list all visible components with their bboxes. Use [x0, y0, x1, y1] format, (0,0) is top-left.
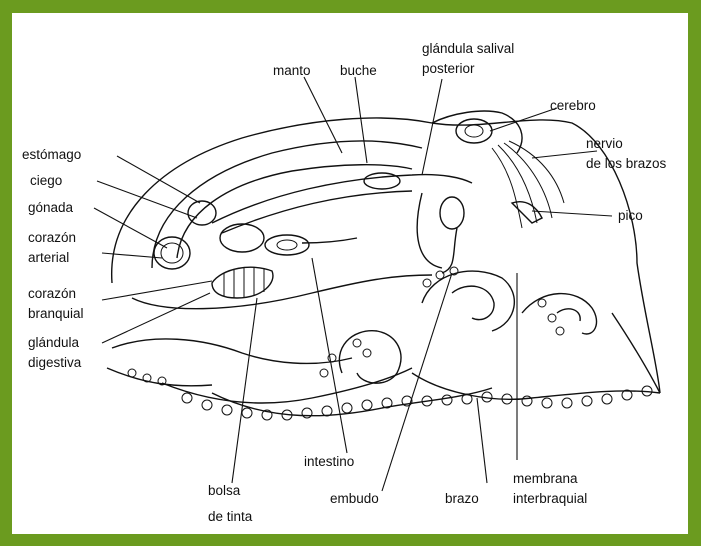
label-corazon-branquial-1: corazón: [28, 286, 76, 301]
label-cerebro: cerebro: [550, 98, 596, 113]
label-corazon-arterial-1: corazón: [28, 230, 76, 245]
label-glandula-salival-2: posterior: [422, 61, 475, 76]
octopus-anatomy-diagram: manto buche glándula salival posterior c…: [12, 13, 688, 534]
internal-organs: [154, 173, 472, 298]
label-embudo: embudo: [330, 491, 379, 506]
label-glandula-digestiva-2: digestiva: [28, 355, 82, 370]
label-glandula-digestiva-1: glándula: [28, 335, 80, 350]
label-corazon-branquial-2: branquial: [28, 306, 84, 321]
label-ciego: ciego: [30, 173, 62, 188]
label-corazon-arterial-2: arterial: [28, 250, 69, 265]
arms-and-suckers: [107, 267, 660, 420]
label-intestino: intestino: [304, 454, 354, 469]
label-bolsa-2: de tinta: [208, 509, 253, 524]
label-nervio-2: de los brazos: [586, 156, 667, 171]
labels: manto buche glándula salival posterior c…: [22, 41, 667, 524]
label-manto: manto: [273, 63, 311, 78]
label-gonada: gónada: [28, 200, 74, 215]
label-buche: buche: [340, 63, 377, 78]
label-estomago: estómago: [22, 147, 81, 162]
label-membrana-2: interbraquial: [513, 491, 587, 506]
diagram-panel: manto buche glándula salival posterior c…: [12, 13, 688, 534]
label-glandula-salival-1: glándula salival: [422, 41, 514, 56]
label-bolsa-1: bolsa: [208, 483, 241, 498]
label-pico: pico: [618, 208, 643, 223]
label-nervio-1: nervio: [586, 136, 623, 151]
label-brazo: brazo: [445, 491, 479, 506]
label-membrana-1: membrana: [513, 471, 578, 486]
